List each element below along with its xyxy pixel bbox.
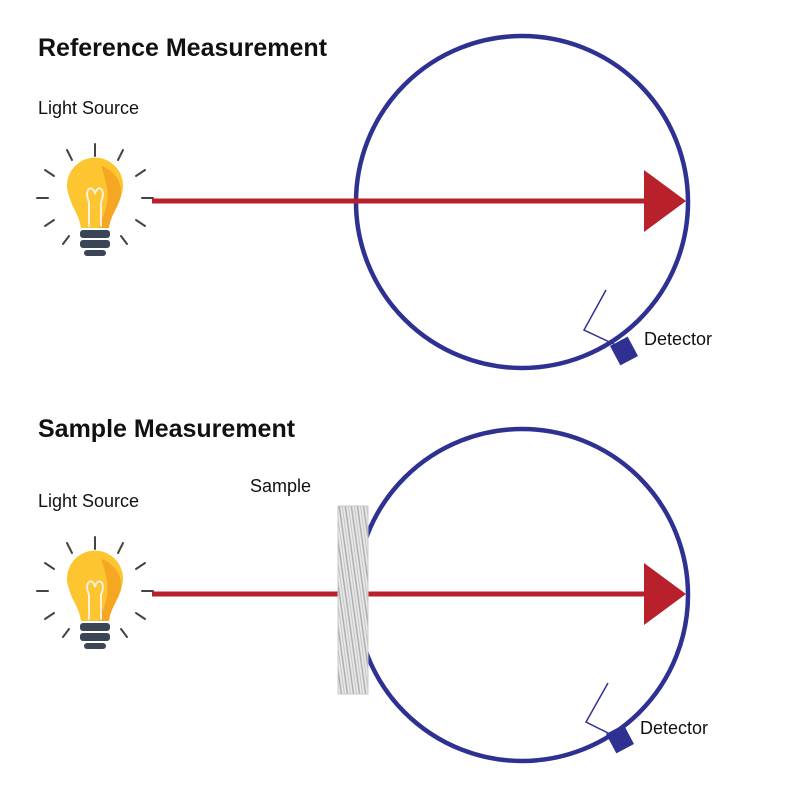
sample-light-source-label: Light Source (38, 491, 139, 511)
sample-label: Sample (250, 476, 311, 496)
light-bulb-icon (36, 536, 154, 650)
reference-measurement-panel: Reference Measurement Light Source Detec… (36, 33, 712, 371)
detector-icon (584, 682, 634, 754)
sample-slab (337, 505, 369, 695)
sample-measurement-panel: Sample Measurement Light Source Sample D… (36, 415, 708, 764)
reference-title: Reference Measurement (38, 34, 328, 62)
beam-arrowhead (644, 170, 686, 232)
sample-measurement-title: Sample Measurement (38, 415, 296, 443)
beam-arrowhead (644, 563, 686, 625)
light-bulb-icon (36, 143, 154, 257)
reference-light-source-label: Light Source (38, 98, 139, 118)
reference-detector-label: Detector (644, 329, 712, 349)
detector-icon (582, 289, 638, 366)
sample-detector-label: Detector (640, 718, 708, 738)
